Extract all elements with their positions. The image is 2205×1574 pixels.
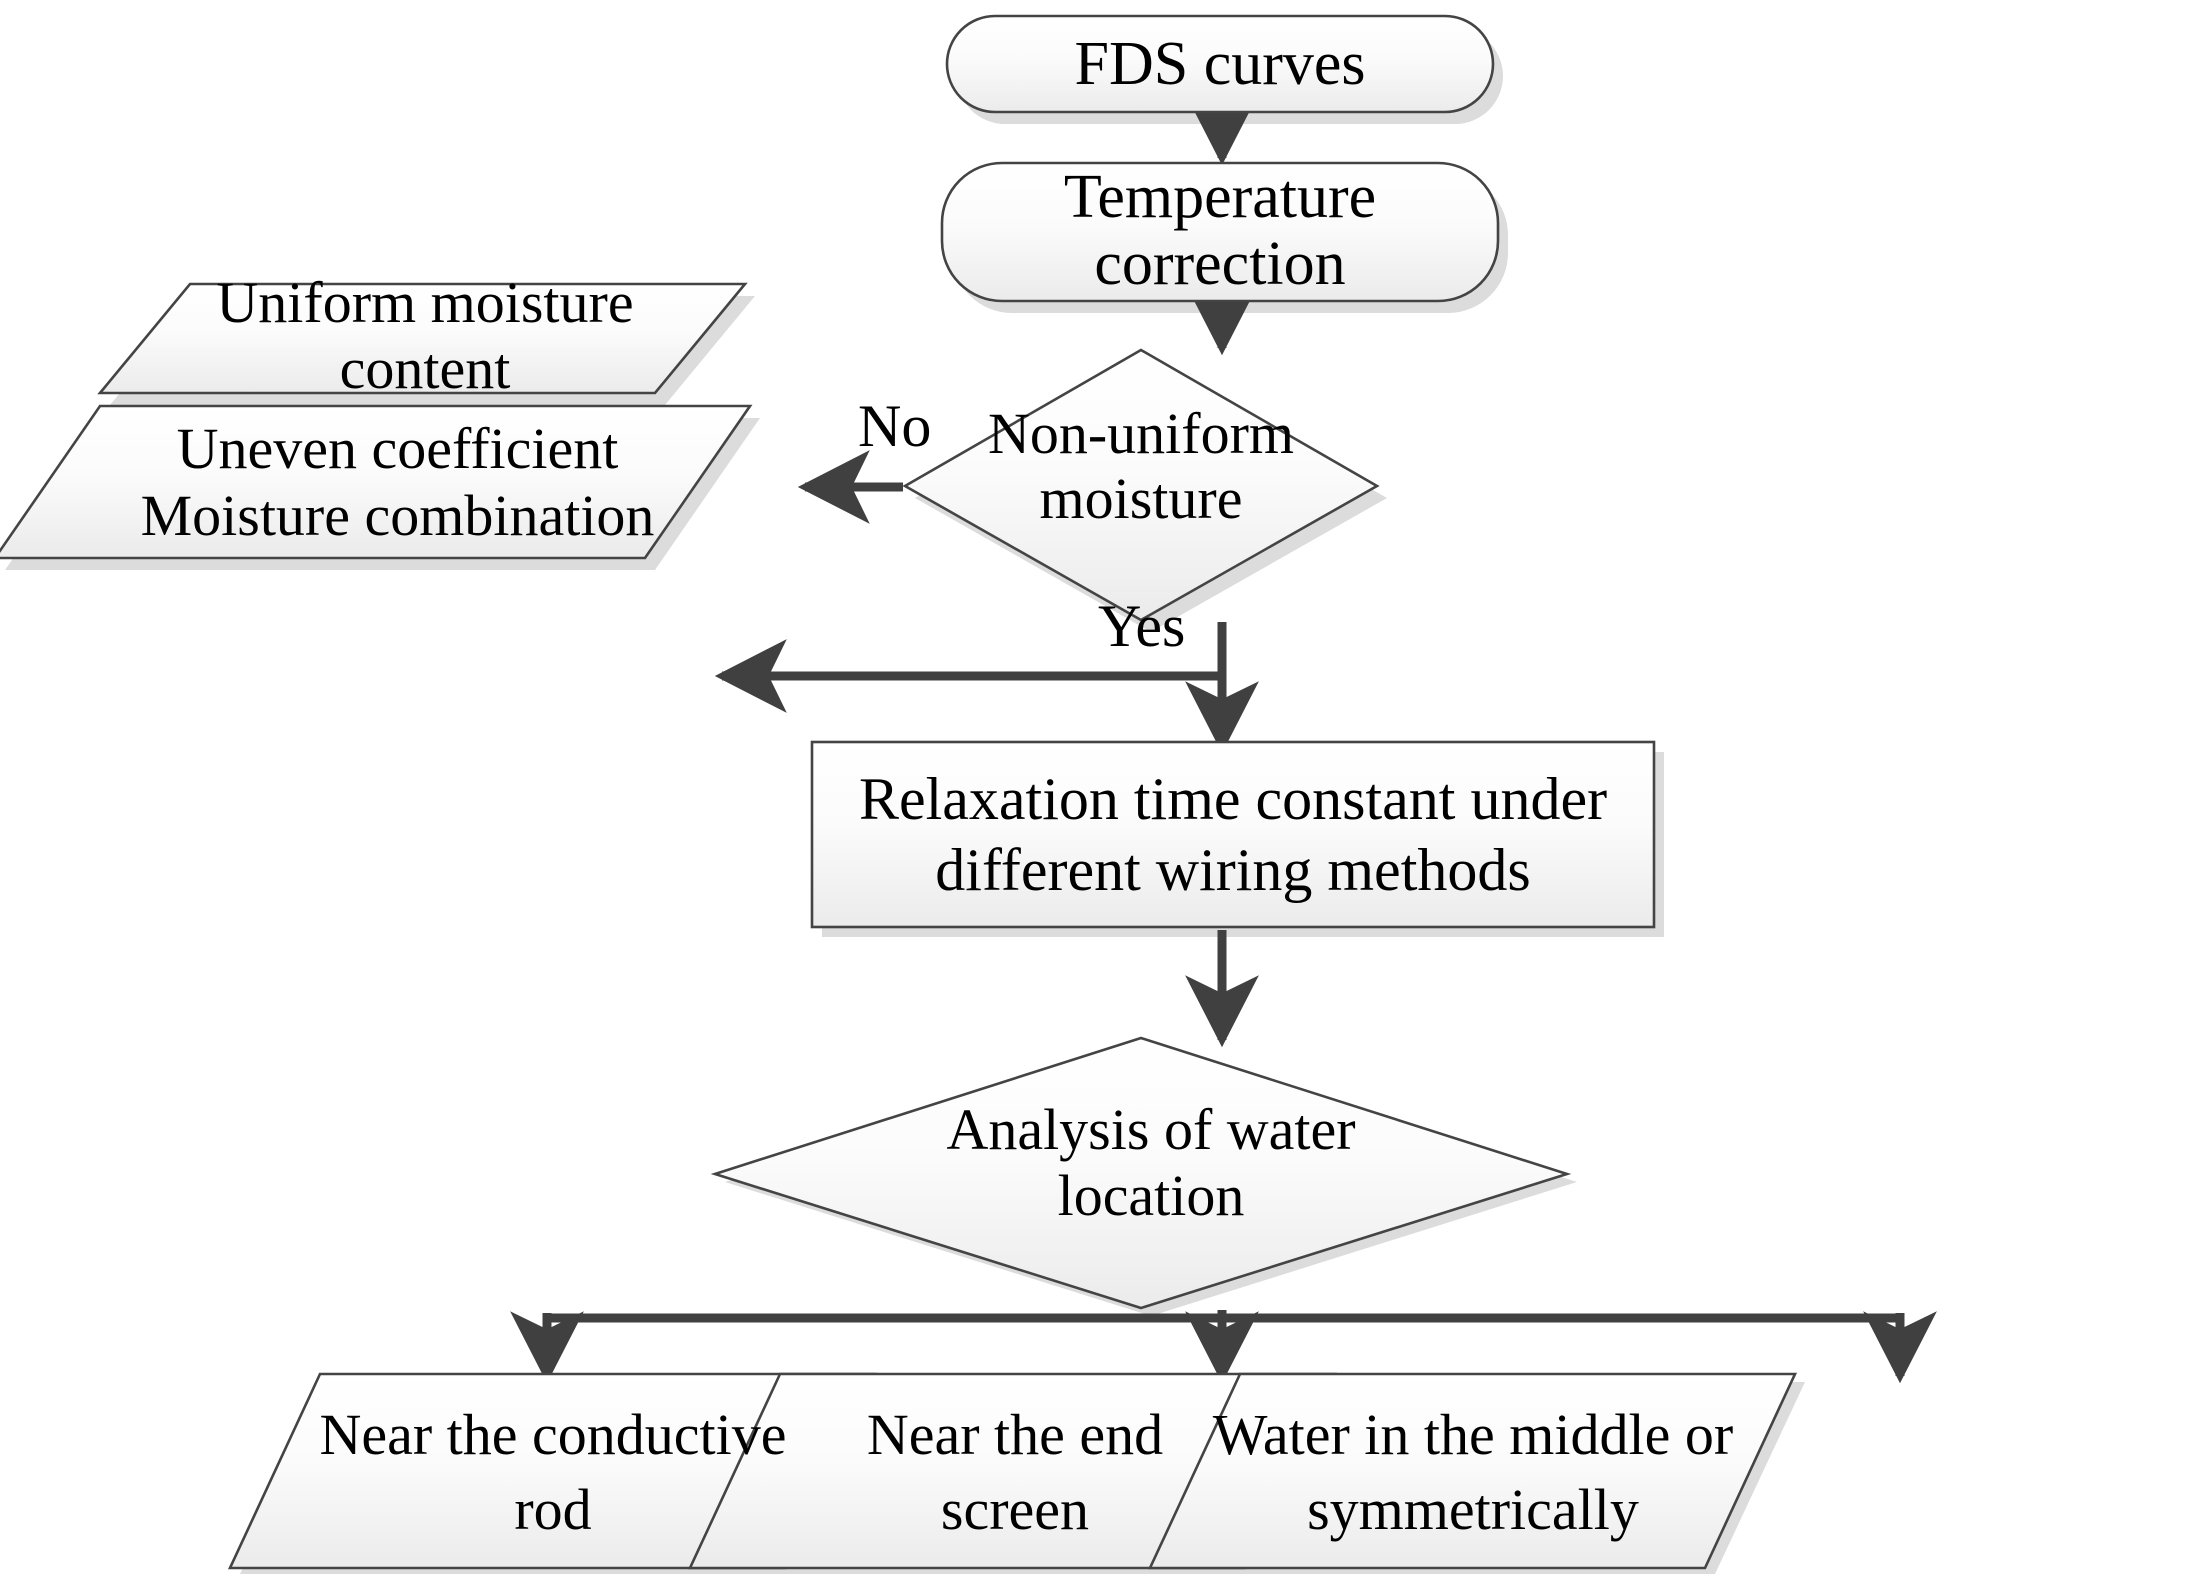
edge-label-no: No	[858, 393, 932, 459]
node-uneven-coefficient-shape[interactable]	[0, 404, 753, 560]
connectors	[510, 93, 1937, 1384]
node-water-middle-symmetric-shape[interactable]	[1147, 1372, 1798, 1570]
node-analysis-water-location-shape[interactable]	[710, 1036, 1572, 1310]
edge-label-yes: Yes	[1098, 593, 1186, 659]
node-temperature-correction-shape[interactable]	[940, 161, 1500, 303]
node-fds-curves-shape[interactable]	[945, 14, 1495, 114]
shape-outlines	[0, 14, 1798, 1570]
node-non-uniform-moisture-shape[interactable]	[902, 348, 1380, 622]
node-relaxation-time-constant-shape[interactable]	[810, 740, 1656, 929]
node-uniform-moisture-content-shape[interactable]	[97, 282, 748, 395]
